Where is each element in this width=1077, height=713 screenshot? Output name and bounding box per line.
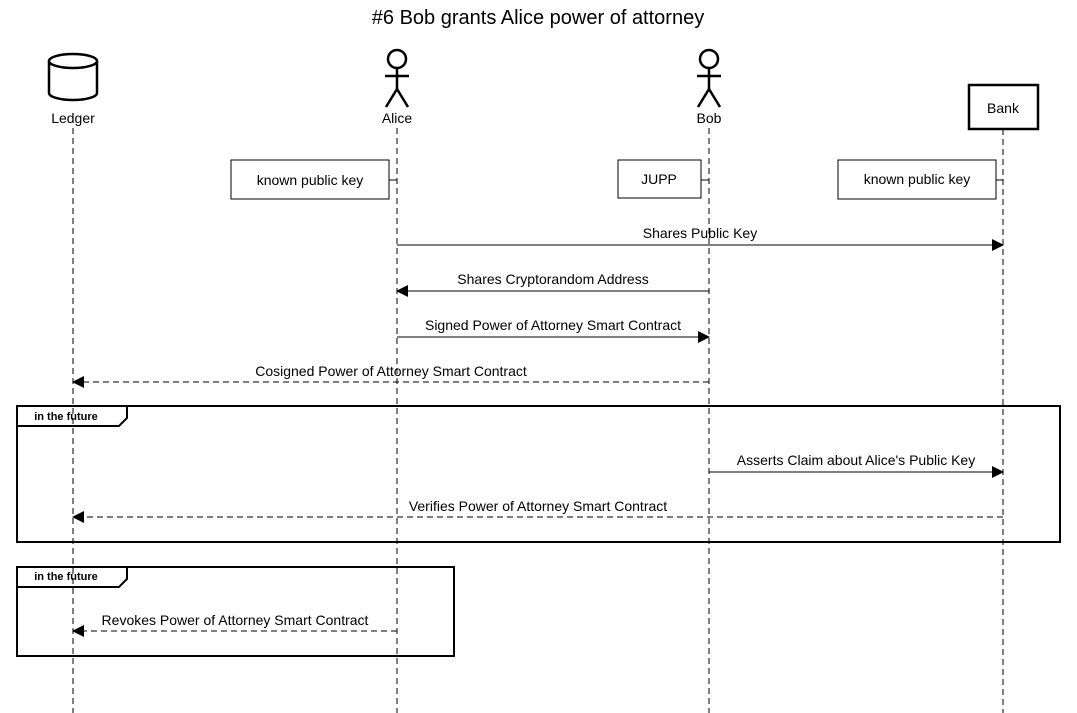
fragment-in-the-future-1: in the future: [16, 405, 1061, 543]
note-bank-text: known public key: [864, 171, 971, 187]
message-label: Verifies Power of Attorney Smart Contrac…: [409, 498, 667, 514]
message-asserts-claim: Asserts Claim about Alice's Public Key: [709, 452, 1004, 478]
message-shares-public-key: Shares Public Key: [397, 225, 1004, 251]
message-shares-cryptorandom-address: Shares Cryptorandom Address: [396, 271, 709, 297]
message-label: Shares Cryptorandom Address: [457, 271, 648, 287]
message-label: Revokes Power of Attorney Smart Contract: [102, 612, 369, 628]
message-label: Asserts Claim about Alice's Public Key: [737, 452, 975, 468]
note-alice: known public key: [230, 159, 397, 200]
message-cosigned-power-of-attorney: Cosigned Power of Attorney Smart Contrac…: [72, 363, 709, 388]
message-revokes-power-of-attorney: Revokes Power of Attorney Smart Contract: [72, 612, 397, 637]
fragment-label: in the future: [34, 411, 98, 423]
message-label: Signed Power of Attorney Smart Contract: [425, 317, 681, 333]
person-icon: [384, 48, 410, 108]
message-signed-power-of-attorney: Signed Power of Attorney Smart Contract: [397, 317, 710, 343]
bank-label: Bank: [987, 100, 1020, 116]
note-bob-text: JUPP: [641, 171, 677, 187]
alice-participant: Alice: [382, 48, 413, 126]
note-bob: JUPP: [617, 159, 709, 199]
database-icon: [47, 52, 99, 102]
note-alice-text: known public key: [257, 172, 364, 188]
message-label: Shares Public Key: [643, 225, 757, 241]
person-icon: [696, 48, 722, 108]
bank-participant: Bank: [967, 83, 1040, 131]
fragment-in-the-future-2: in the future: [16, 566, 455, 657]
bank-box: [967, 83, 1040, 131]
note-bank: known public key: [837, 159, 1003, 200]
diagram-title: #6 Bob grants Alice power of attorney: [372, 7, 704, 29]
bob-label: Bob: [697, 110, 722, 126]
ledger-participant: Ledger: [47, 52, 99, 126]
message-label: Cosigned Power of Attorney Smart Contrac…: [255, 363, 527, 379]
alice-label: Alice: [382, 110, 413, 126]
message-verifies-power-of-attorney: Verifies Power of Attorney Smart Contrac…: [72, 498, 1003, 523]
fragment-label: in the future: [34, 571, 98, 583]
bob-participant: Bob: [696, 48, 722, 126]
ledger-label: Ledger: [51, 110, 95, 126]
